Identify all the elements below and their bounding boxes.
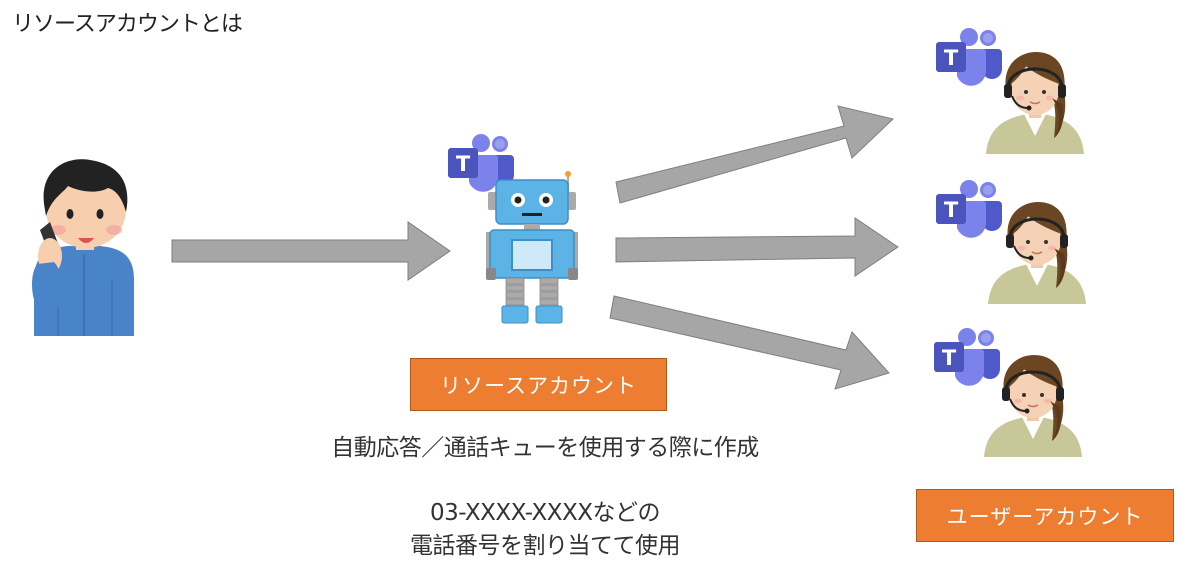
arrow-resource-to-user-top xyxy=(615,105,895,204)
resource-account-label: リソースアカウント xyxy=(410,358,667,411)
page-title: リソースアカウントとは xyxy=(12,12,243,37)
arrow-resource-to-user-middle xyxy=(615,217,899,277)
arrow-resource-to-user-bottom xyxy=(609,295,890,390)
user-account-label: ユーザーアカウント xyxy=(916,489,1174,542)
resource-account-description: 自動応答／通話キューを使用する際に作成 xyxy=(331,435,759,461)
robot-icon xyxy=(486,171,578,324)
teams-logo-icon xyxy=(934,328,1000,386)
arrow-caller-to-resource xyxy=(171,221,451,281)
phone-number-description: 03-XXXX-XXXXなどの 電話番号を割り当てて使用 xyxy=(380,497,710,563)
operator-headset-icon xyxy=(986,200,1088,306)
teams-logo-icon xyxy=(936,180,1002,238)
caller-person-icon xyxy=(32,159,134,336)
phone-number-description-line-1: 03-XXXX-XXXXなどの xyxy=(430,500,660,526)
phone-number-description-line-2: 電話番号を割り当てて使用 xyxy=(410,533,681,559)
teams-logo-icon xyxy=(936,28,1002,86)
